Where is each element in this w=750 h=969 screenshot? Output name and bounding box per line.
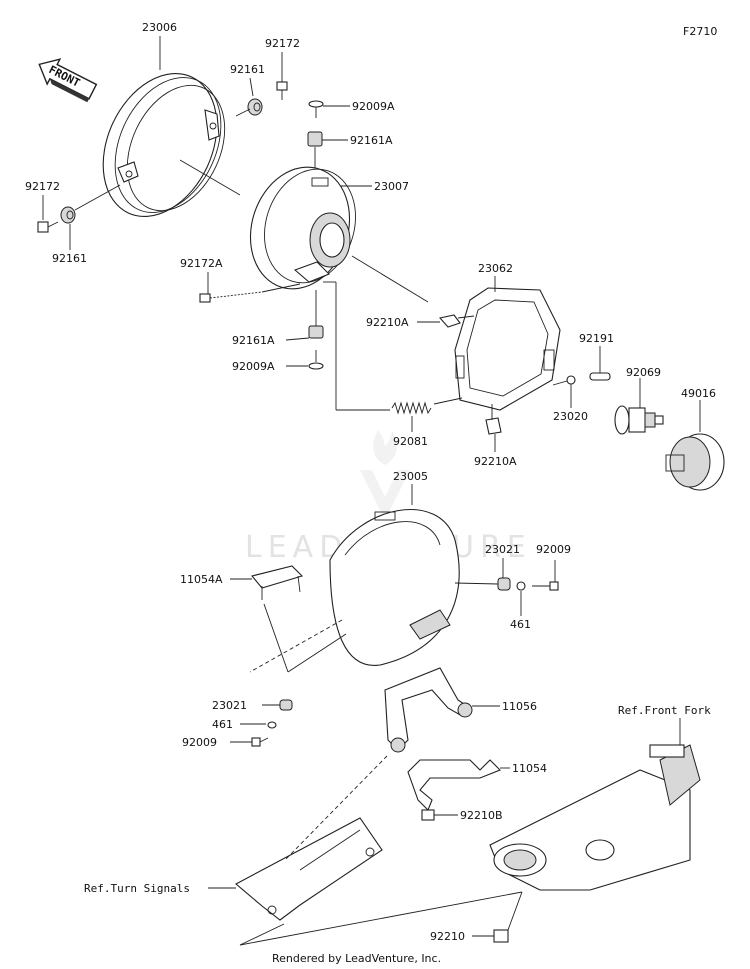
washer-461-top bbox=[516, 581, 526, 591]
label-23021-bot: 23021 bbox=[212, 699, 247, 712]
ref-turn-signals-label[interactable]: Ref.Turn Signals bbox=[84, 882, 190, 895]
spring-92081 bbox=[391, 401, 432, 415]
label-461-top: 461 bbox=[510, 618, 531, 631]
grommet-23021-top bbox=[497, 577, 511, 591]
grommet-92161A-bot bbox=[308, 325, 324, 339]
bolt-92172A bbox=[199, 291, 263, 303]
headlight-housing-23007 bbox=[249, 166, 356, 290]
label-23006: 23006 bbox=[142, 21, 177, 34]
front-arrow-icon bbox=[38, 58, 98, 103]
label-92210A-bot: 92210A bbox=[474, 455, 517, 468]
label-11056: 11056 bbox=[502, 700, 537, 713]
grommet-23021-bot bbox=[279, 699, 293, 711]
label-92210B: 92210B bbox=[460, 809, 503, 822]
bracket-11054 bbox=[407, 759, 501, 811]
screw-92009-top bbox=[532, 581, 559, 591]
label-92172A: 92172A bbox=[180, 257, 223, 270]
label-461-bot: 461 bbox=[212, 718, 233, 731]
grommet-92161-top bbox=[247, 98, 263, 116]
label-49016: 49016 bbox=[681, 387, 716, 400]
screw-92009-bot bbox=[251, 737, 269, 747]
screw-92009A-top bbox=[308, 100, 324, 118]
footer-credit: Rendered by LeadVenture, Inc. bbox=[272, 952, 441, 965]
headlight-bracket-23062 bbox=[454, 287, 561, 411]
label-11054: 11054 bbox=[512, 762, 547, 775]
label-92210A-top: 92210A bbox=[366, 316, 409, 329]
label-23007: 23007 bbox=[374, 180, 409, 193]
label-92009A-top: 92009A bbox=[352, 100, 395, 113]
label-92161-left: 92161 bbox=[52, 252, 87, 265]
turn-signal-bracket bbox=[235, 817, 383, 921]
label-92009-bot: 92009 bbox=[182, 736, 217, 749]
label-92161-top: 92161 bbox=[230, 63, 265, 76]
label-92191: 92191 bbox=[579, 332, 614, 345]
bulb-cover-49016 bbox=[665, 433, 725, 491]
label-11054A: 11054A bbox=[180, 573, 223, 586]
label-23021-top: 23021 bbox=[485, 543, 520, 556]
label-92081: 92081 bbox=[393, 435, 428, 448]
bolt-92172-left bbox=[37, 221, 59, 233]
label-92069: 92069 bbox=[626, 366, 661, 379]
washer-461-bot bbox=[267, 721, 277, 729]
clip-92210A-bot bbox=[485, 417, 502, 435]
watermark-logo bbox=[360, 430, 410, 520]
headlight-shell-23005 bbox=[329, 509, 460, 666]
pin-92191 bbox=[589, 372, 611, 381]
nut-92210B bbox=[421, 809, 435, 821]
nut-23020 bbox=[566, 375, 576, 385]
label-92009A-bot: 92009A bbox=[232, 360, 275, 373]
headlight-rim-23006 bbox=[102, 73, 226, 217]
label-23020: 23020 bbox=[553, 410, 588, 423]
label-92161A-top: 92161A bbox=[350, 134, 393, 147]
front-fork-assembly bbox=[489, 744, 701, 891]
grommet-92161-left bbox=[60, 206, 76, 224]
label-23062: 23062 bbox=[478, 262, 513, 275]
label-92172-top: 92172 bbox=[265, 37, 300, 50]
grommet-92161A-top bbox=[307, 131, 323, 147]
label-92161A-bot: 92161A bbox=[232, 334, 275, 347]
label-92009-top: 92009 bbox=[536, 543, 571, 556]
label-23005: 23005 bbox=[393, 470, 428, 483]
diagram-code: F2710 bbox=[683, 25, 717, 38]
ref-front-fork-label[interactable]: Ref.Front Fork bbox=[618, 704, 711, 717]
clip-92210A-top bbox=[438, 314, 461, 328]
label-92172-left: 92172 bbox=[25, 180, 60, 193]
bolt-92172-top bbox=[276, 81, 288, 100]
stay-11056 bbox=[384, 667, 473, 753]
bulb-92069 bbox=[614, 405, 664, 435]
bracket-11054A bbox=[251, 565, 304, 600]
label-92210: 92210 bbox=[430, 930, 465, 943]
nut-92210 bbox=[493, 929, 509, 943]
screw-92009A-bot bbox=[308, 350, 324, 370]
